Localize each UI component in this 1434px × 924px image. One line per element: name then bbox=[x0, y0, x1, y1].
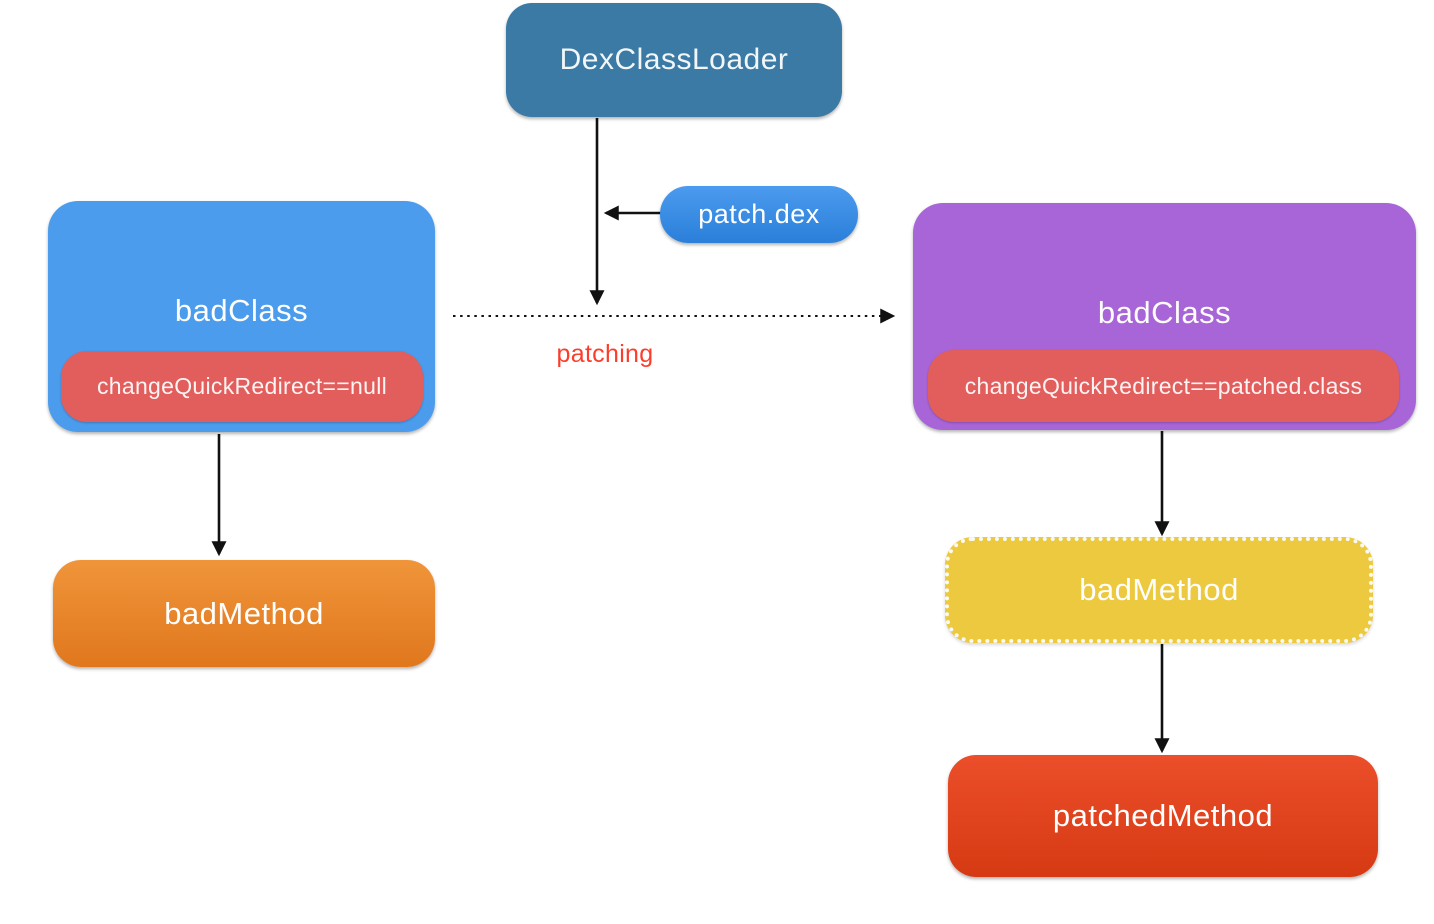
badmethod-after-node: badMethod bbox=[945, 537, 1373, 643]
badclass-before-label: badClass bbox=[174, 293, 309, 328]
badmethod-before-label: badMethod bbox=[164, 595, 324, 631]
changequickredirect-null-field: changeQuickRedirect==null bbox=[61, 351, 423, 422]
patchedmethod-label: patchedMethod bbox=[1052, 798, 1274, 833]
patchedmethod-node: patchedMethod bbox=[948, 755, 1378, 877]
changequickredirect-null-label: changeQuickRedirect==null bbox=[96, 373, 388, 399]
badclass-before-node: badClass changeQuickRedirect==null bbox=[48, 201, 435, 432]
changequickredirect-patched-label: changeQuickRedirect==patched.class bbox=[964, 372, 1363, 399]
patching-label: patching bbox=[556, 340, 654, 368]
badclass-after-node: badClass changeQuickRedirect==patched.cl… bbox=[913, 203, 1416, 430]
dexclassloader-node: DexClassLoader bbox=[506, 3, 842, 117]
patch-dex-node: patch.dex bbox=[660, 186, 858, 243]
badmethod-before-node: badMethod bbox=[53, 560, 435, 667]
patch-dex-label: patch.dex bbox=[698, 199, 820, 229]
badclass-after-label: badClass bbox=[1097, 295, 1232, 330]
dexclassloader-label: DexClassLoader bbox=[559, 43, 789, 76]
changequickredirect-patched-field: changeQuickRedirect==patched.class bbox=[928, 350, 1399, 422]
badmethod-after-label: badMethod bbox=[1079, 572, 1239, 607]
